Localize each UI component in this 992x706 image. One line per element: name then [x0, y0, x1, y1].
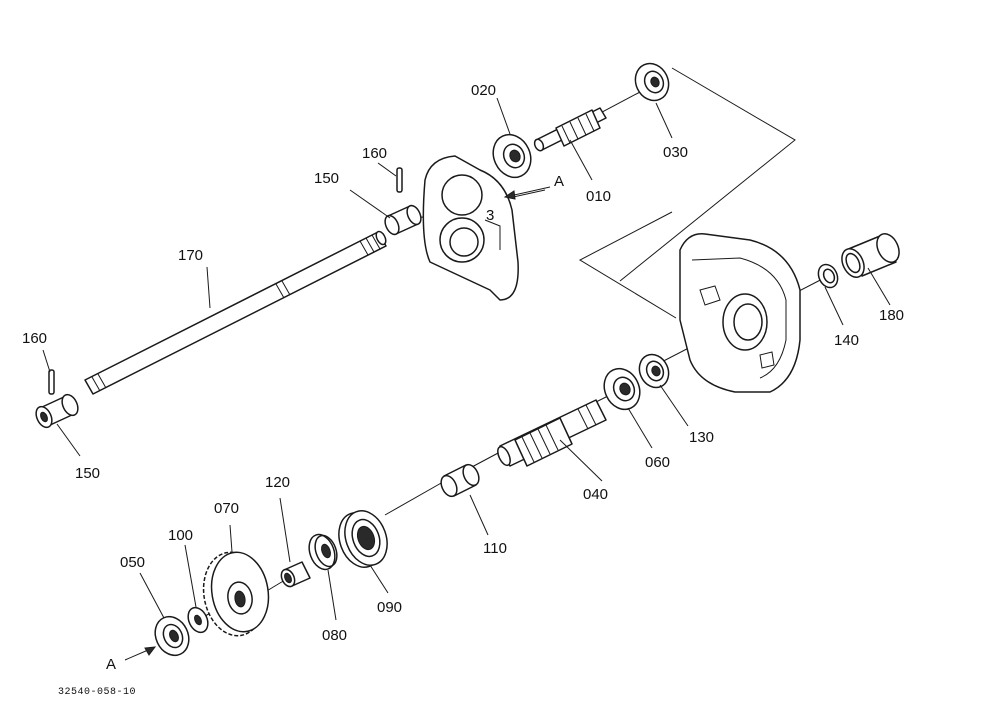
label-150-lower: 150	[75, 465, 100, 482]
part-080-gear	[308, 533, 338, 571]
part-180-bushing	[841, 233, 900, 278]
label-120: 120	[265, 474, 290, 491]
part-140-seal	[817, 263, 839, 289]
label-180: 180	[879, 307, 904, 324]
label-140: 140	[834, 332, 859, 349]
label-a-upper: A	[554, 173, 564, 190]
part-110-spacer	[440, 463, 480, 498]
part-170-long-shaft	[84, 230, 387, 395]
label-100: 100	[168, 527, 193, 544]
label-110: 110	[483, 540, 507, 557]
label-170: 170	[178, 247, 203, 264]
part-060-bearing	[603, 367, 641, 411]
part-100-washer	[187, 606, 209, 634]
drawing-code: 32540-058-10	[58, 687, 136, 698]
part-070-spur-gear	[202, 551, 270, 637]
reference-arrow-a-upper	[503, 186, 551, 200]
label-060: 060	[645, 454, 670, 471]
leader-lines	[42, 97, 891, 621]
part-150-sleeve-upper	[384, 204, 422, 236]
part-160-pin-upper	[396, 167, 403, 193]
label-150-upper: 150	[314, 170, 339, 187]
cover-marking: 3	[486, 207, 494, 224]
part-labels: 020 030 010 160 150 170 160 150 140 180 …	[22, 82, 904, 673]
part-050-bearing	[154, 615, 190, 657]
part-120-needle-bearing	[280, 561, 311, 588]
label-050: 050	[120, 554, 145, 571]
label-160-upper: 160	[362, 145, 387, 162]
part-020-bearing	[492, 133, 532, 179]
part-010-input-shaft	[533, 107, 607, 152]
label-080: 080	[322, 627, 347, 644]
label-030: 030	[663, 144, 688, 161]
part-150-sleeve-lower	[35, 393, 79, 429]
label-010: 010	[586, 188, 611, 205]
label-040: 040	[583, 486, 608, 503]
rear-housing-case	[679, 233, 801, 393]
part-130-bearing	[638, 353, 670, 389]
label-130: 130	[689, 429, 714, 446]
label-070: 070	[214, 500, 239, 517]
part-090-ring-gear	[338, 510, 388, 568]
part-030-bearing	[634, 62, 670, 102]
part-160-pin-lower	[48, 369, 55, 395]
label-160-lower: 160	[22, 330, 47, 347]
label-020: 020	[471, 82, 496, 99]
part-040-main-shaft	[497, 399, 607, 467]
label-090: 090	[377, 599, 402, 616]
front-cover-plate: 3	[422, 155, 519, 301]
reference-arrow-a-lower	[124, 646, 157, 661]
label-a-lower: A	[106, 656, 116, 673]
